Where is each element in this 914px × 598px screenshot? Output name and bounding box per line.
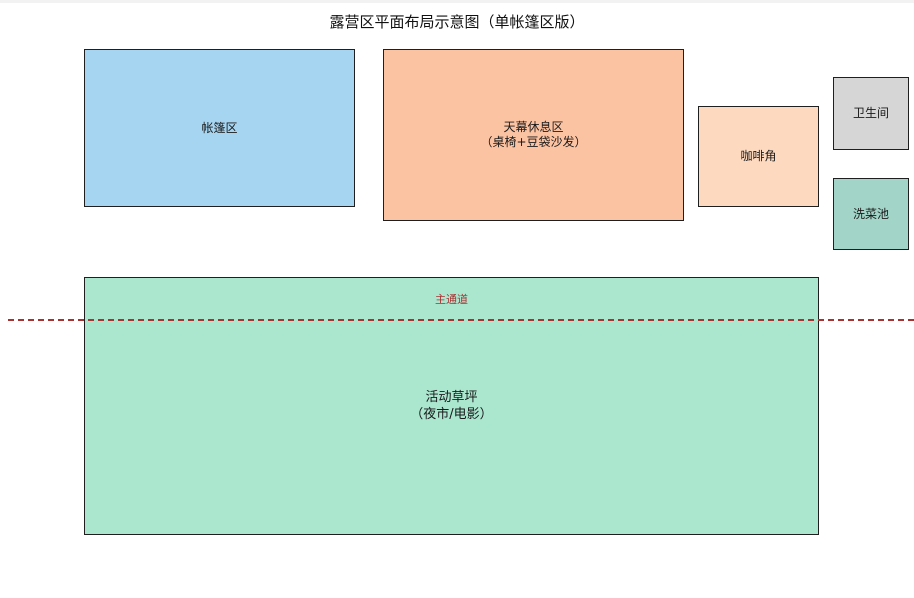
zone-canopy-label: 天幕休息区 （桌椅+豆袋沙发） <box>480 120 586 150</box>
main-road-dashed-line <box>8 319 914 321</box>
zone-cafe-label-line1: 咖啡角 <box>740 149 777 163</box>
zone-lawn-label: 活动草坪 （夜市/电影） <box>410 389 492 423</box>
zone-toilet-label: 卫生间 <box>853 106 889 121</box>
zone-lawn-label-line2: （夜市/电影） <box>410 407 493 422</box>
zone-lawn-label-line1: 活动草坪 <box>425 390 478 405</box>
zone-wash-sink: 洗菜池 <box>833 178 909 250</box>
zone-activity-lawn: 活动草坪 （夜市/电影） <box>84 277 819 535</box>
zone-cafe-label: 咖啡角 <box>740 149 776 164</box>
zone-canopy-rest: 天幕休息区 （桌椅+豆袋沙发） <box>383 49 684 221</box>
zone-sink-label-line1: 洗菜池 <box>852 206 889 221</box>
zone-sink-label: 洗菜池 <box>853 207 889 222</box>
main-road-label: 主通道 <box>435 293 468 306</box>
top-bar <box>0 0 914 3</box>
zone-tent-label: 帐篷区 <box>201 121 237 136</box>
zone-tent-label-line1: 帐篷区 <box>201 120 238 135</box>
zone-cafe-corner: 咖啡角 <box>698 106 819 207</box>
zone-toilet-label-line1: 卫生间 <box>852 106 889 120</box>
diagram-title: 露营区平面布局示意图（单帐篷区版） <box>329 13 585 31</box>
zone-toilet: 卫生间 <box>833 77 909 150</box>
zone-tent: 帐篷区 <box>84 49 355 207</box>
zone-canopy-label-line2: （桌椅+豆袋沙发） <box>480 135 587 149</box>
zone-canopy-label-line1: 天幕休息区 <box>503 120 564 134</box>
